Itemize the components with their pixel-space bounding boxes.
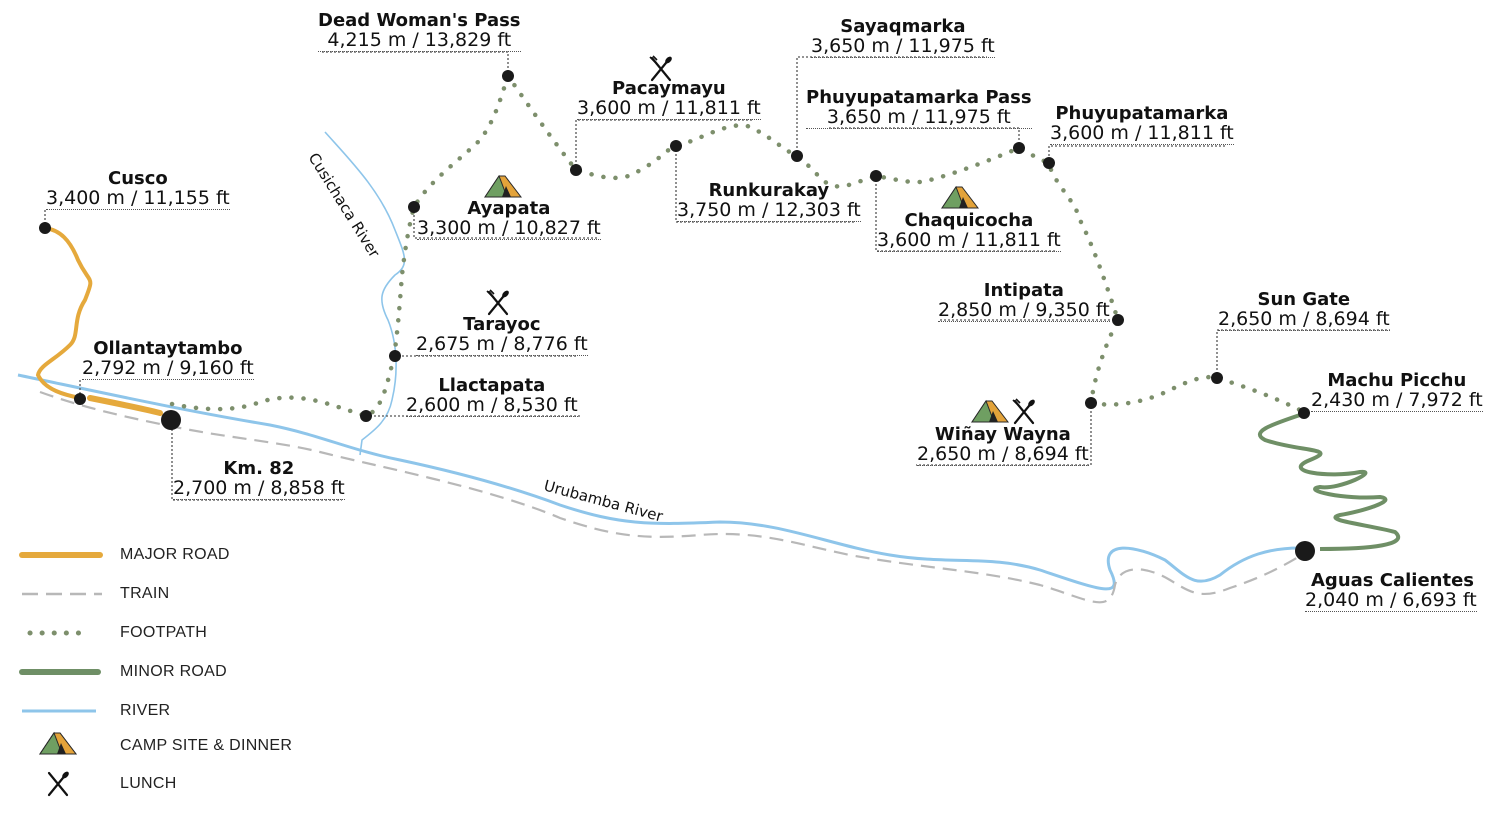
- label-llactapata: Llactapata 2,600 m / 8,530 ft: [406, 375, 578, 417]
- legend-minor-road: MINOR ROAD: [18, 657, 338, 687]
- label-phuyupatamarka: Phuyupatamarka 3,600 m / 11,811 ft: [1050, 103, 1234, 145]
- leader-chaquicocha: [875, 176, 1055, 252]
- fork-knife-icon: [47, 771, 69, 797]
- label-intipata: Intipata 2,850 m / 9,350 ft: [938, 280, 1110, 322]
- legend-label: MINOR ROAD: [120, 663, 227, 680]
- marker-sayaqmarka[interactable]: [791, 150, 803, 162]
- label-phuyupatamarka-pass: Phuyupatamarka Pass 3,650 m / 11,975 ft: [806, 87, 1032, 129]
- train-line: [39, 390, 1301, 604]
- tent-icon: [39, 731, 78, 755]
- river-swatch: [22, 709, 96, 713]
- marker-chaquicocha[interactable]: [870, 170, 882, 182]
- leader-runkurakay: [675, 146, 855, 223]
- tent-icon: [941, 186, 979, 209]
- label-dead-womans-pass: Dead Woman's Pass 4,215 m / 13,829 ft: [318, 10, 521, 52]
- leader-pacaymayu: [575, 119, 752, 170]
- leader-dead-womans-pass: [320, 51, 509, 76]
- footpath: [169, 71, 1307, 419]
- legend-train: TRAIN: [18, 579, 338, 609]
- legend-label: LUNCH: [120, 775, 177, 792]
- major-road-swatch: [19, 552, 103, 558]
- urubamba-river: [17, 373, 1301, 591]
- leader-sun-gate: [1216, 329, 1390, 378]
- legend-label: RIVER: [120, 702, 171, 719]
- marker-dead-womans-pass[interactable]: [502, 70, 514, 82]
- legend-label: TRAIN: [120, 585, 170, 602]
- label-tarayoc: Tarayoc 2,675 m / 8,776 ft: [416, 314, 588, 356]
- marker-sun-gate[interactable]: [1211, 372, 1223, 384]
- marker-ayapata[interactable]: [408, 201, 420, 213]
- leader-phuyupatamarka: [1048, 145, 1227, 164]
- marker-phuyupatamarka[interactable]: [1043, 157, 1055, 169]
- marker-machu-picchu[interactable]: [1298, 407, 1310, 419]
- fork-knife-icon: [648, 54, 675, 82]
- train-swatch: [22, 592, 102, 596]
- leader-ayapata: [413, 207, 597, 239]
- fork-knife-icon: [485, 288, 512, 316]
- legend-river: RIVER: [18, 696, 338, 726]
- major-road-segment: [87, 395, 163, 416]
- label-ollantaytambo: Ollantaytambo 2,792 m / 9,160 ft: [82, 338, 254, 380]
- legend-label: CAMP SITE & DINNER: [120, 737, 293, 754]
- tent-icon: [971, 400, 1009, 423]
- footpath-swatch: [27, 630, 93, 636]
- minor-road-swatch: [19, 669, 101, 675]
- legend-label: MAJOR ROAD: [120, 546, 230, 563]
- legend-footpath: FOOTPATH: [18, 618, 338, 648]
- marker-pacaymayu[interactable]: [570, 164, 582, 176]
- label-ayapata: Ayapata 3,300 m / 10,827 ft: [417, 198, 601, 240]
- tent-icon: [484, 175, 522, 198]
- minor-road: [1257, 413, 1400, 551]
- marker-tarayoc[interactable]: [389, 350, 401, 362]
- marker-phuyupatamarka-pass[interactable]: [1013, 142, 1025, 154]
- marker-runkurakay[interactable]: [670, 140, 682, 152]
- label-chaquicocha: Chaquicocha 3,600 m / 11,811 ft: [877, 210, 1061, 252]
- major-road: [35, 226, 93, 400]
- label-machu-picchu: Machu Picchu 2,430 m / 7,972 ft: [1311, 370, 1483, 412]
- leader-km82: [171, 421, 342, 501]
- legend-label: FOOTPATH: [120, 624, 208, 641]
- legend-camp: CAMP SITE & DINNER: [18, 731, 338, 761]
- label-sayaqmarka: Sayaqmarka 3,650 m / 11,975 ft: [811, 16, 995, 58]
- marker-km82[interactable]: [161, 410, 181, 430]
- marker-aguas-calientes[interactable]: [1295, 541, 1315, 561]
- legend-lunch: LUNCH: [18, 769, 338, 799]
- cusichaca-river-label: Cusichaca River: [305, 150, 384, 262]
- leader-winay-wayna: [916, 403, 1092, 466]
- leader-phuyupatamarka-pass: [828, 127, 1020, 148]
- label-winay-wayna: Wiñay Wayna 2,650 m / 8,694 ft: [917, 424, 1089, 466]
- marker-ollantaytambo[interactable]: [74, 393, 86, 405]
- cusichaca-river: [324, 131, 406, 456]
- label-runkurakay: Runkurakay 3,750 m / 12,303 ft: [677, 180, 861, 222]
- marker-intipata[interactable]: [1112, 314, 1124, 326]
- label-cusco: Cusco 3,400 m / 11,155 ft: [46, 168, 230, 210]
- label-km82: Km. 82 2,700 m / 8,858 ft: [173, 458, 345, 500]
- label-sun-gate: Sun Gate 2,650 m / 8,694 ft: [1218, 289, 1390, 331]
- legend-major-road: MAJOR ROAD: [18, 540, 338, 570]
- marker-winay-wayna[interactable]: [1085, 397, 1097, 409]
- fork-knife-icon: [1011, 397, 1038, 425]
- marker-cusco[interactable]: [39, 222, 51, 234]
- label-pacaymayu: Pacaymayu 3,600 m / 11,811 ft: [577, 78, 761, 120]
- marker-llactapata[interactable]: [360, 410, 372, 422]
- label-aguas-calientes: Aguas Calientes 2,040 m / 6,693 ft: [1305, 570, 1477, 612]
